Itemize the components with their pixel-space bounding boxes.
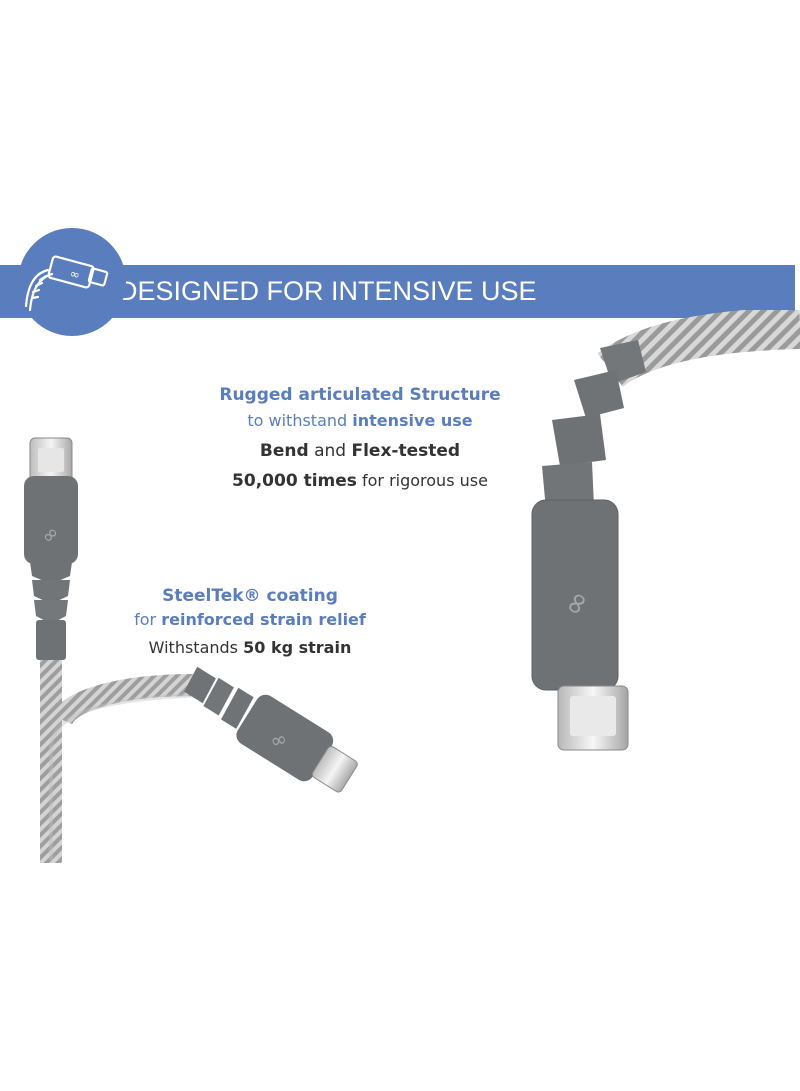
feature-steeltek-subtitle: for reinforced strain relief: [110, 608, 390, 632]
strain-pre: Withstands: [148, 638, 244, 657]
feature-bend-flex: Bend and Flex-tested: [200, 438, 520, 464]
usb-c-cable-left-illustration: ∞ ∞: [24, 437, 358, 863]
feature-flex-count: 50,000 times for rigorous use: [200, 468, 520, 494]
flex-count-rest: for rigorous use: [356, 471, 488, 490]
banner-badge: ∞: [18, 228, 126, 336]
svg-text:∞: ∞: [268, 726, 290, 753]
feature-steeltek-subtitle-pre: for: [134, 610, 162, 629]
and-text: and: [308, 441, 352, 461]
feature-rugged-subtitle-pre: to withstand: [247, 411, 353, 430]
bend-text: Bend: [259, 441, 309, 461]
cable-connector-icon: ∞: [24, 255, 109, 312]
feature-steeltek-coating: SteelTek® coating for reinforced strain …: [110, 584, 390, 660]
feature-steeltek-subtitle-bold: reinforced strain relief: [161, 610, 366, 629]
feature-rugged-structure: Rugged articulated Structure to withstan…: [200, 382, 520, 494]
title-banner: [0, 265, 795, 318]
flex-count-value: 50,000 times: [232, 471, 357, 491]
svg-text:∞: ∞: [68, 266, 81, 282]
feature-rugged-subtitle: to withstand intensive use: [200, 408, 520, 434]
feature-steeltek-title: SteelTek® coating: [162, 586, 338, 606]
strain-value: 50 kg strain: [243, 638, 352, 657]
banner-title: DESIGNED FOR INTENSIVE USE: [118, 276, 537, 306]
usb-c-cable-right-illustration: ∞: [531, 310, 800, 751]
feature-strain: Withstands 50 kg strain: [110, 636, 390, 660]
feature-rugged-title: Rugged articulated Structure: [219, 385, 501, 405]
flex-tested-text: Flex-tested: [351, 441, 461, 461]
feature-rugged-subtitle-bold: intensive use: [352, 411, 473, 430]
